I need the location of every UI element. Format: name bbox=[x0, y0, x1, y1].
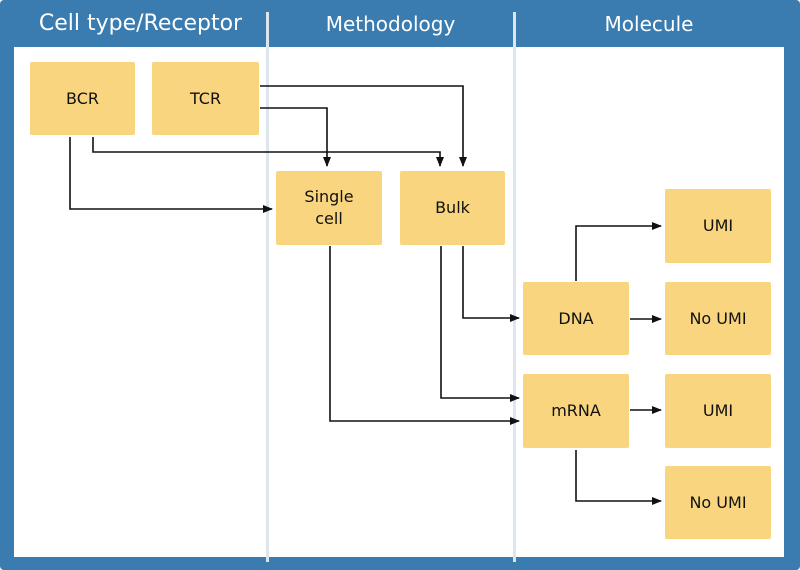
node-umi-mrna: UMI bbox=[665, 374, 771, 448]
node-single-cell: Single cell bbox=[276, 171, 382, 245]
column-divider-2 bbox=[513, 12, 516, 562]
node-tcr: TCR bbox=[152, 62, 259, 135]
node-umi-dna: UMI bbox=[665, 189, 771, 263]
column-header-molecule: Molecule bbox=[604, 12, 694, 36]
node-dna: DNA bbox=[523, 282, 629, 355]
node-no-umi-mrna: No UMI bbox=[665, 466, 771, 539]
node-no-umi-dna: No UMI bbox=[665, 282, 771, 355]
column-header-methodology: Methodology bbox=[325, 12, 456, 36]
node-bulk: Bulk bbox=[400, 171, 505, 245]
column-header-cell-type: Cell type/Receptor bbox=[38, 11, 243, 36]
node-bcr: BCR bbox=[30, 62, 135, 135]
column-divider-1 bbox=[266, 12, 269, 562]
node-mrna: mRNA bbox=[523, 374, 629, 448]
